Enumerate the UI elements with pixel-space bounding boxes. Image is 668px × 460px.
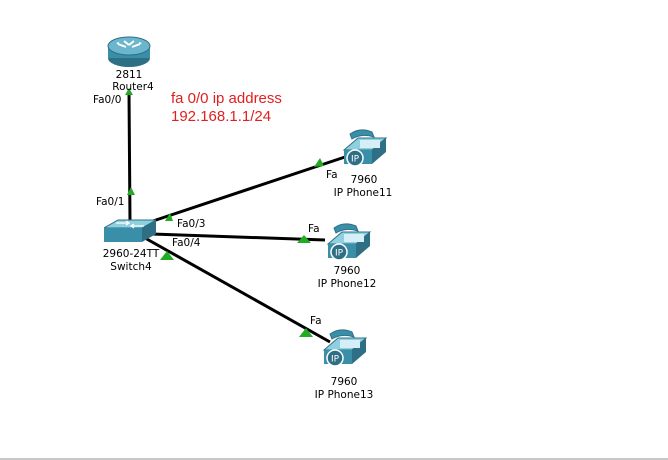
svg-text:IP: IP bbox=[351, 155, 360, 165]
link-light-switch-fa01 bbox=[127, 187, 135, 195]
annotation-line-2: 192.168.1.1/24 bbox=[171, 108, 272, 125]
link-light-router-fa00 bbox=[125, 88, 133, 95]
router-port-label: Fa0/0 bbox=[93, 94, 122, 106]
phone12-model-label: 7960 bbox=[333, 265, 361, 277]
phone11-name-label: IP Phone11 bbox=[333, 187, 393, 199]
ip-phone-icon: IP bbox=[322, 329, 368, 367]
workspace-bottom-border bbox=[0, 458, 668, 460]
phone13-device[interactable]: IP bbox=[318, 328, 368, 368]
ip-phone-icon: IP bbox=[342, 129, 388, 167]
link-light-phone11 bbox=[314, 158, 324, 167]
phone12-name-label: IP Phone12 bbox=[317, 278, 377, 290]
switch-port-fa01-label: Fa0/1 bbox=[96, 196, 125, 208]
link-light-switch-fa03 bbox=[165, 213, 173, 221]
phone11-port-label: Fa bbox=[326, 169, 338, 181]
phone13-port-label: Fa bbox=[310, 315, 322, 327]
router-icon bbox=[107, 36, 151, 67]
svg-text:IP: IP bbox=[331, 355, 340, 365]
phone11-model-label: 7960 bbox=[350, 174, 378, 186]
annotation-line-1: fa 0/0 ip address bbox=[171, 90, 282, 107]
link-switch-phone13[interactable] bbox=[144, 236, 331, 344]
link-router-switch[interactable] bbox=[127, 91, 132, 223]
link-light-switch-fa04 bbox=[160, 251, 174, 260]
router-device[interactable] bbox=[106, 34, 152, 70]
phone12-device[interactable]: IP bbox=[322, 222, 372, 262]
switch-name-label: Switch4 bbox=[110, 261, 152, 273]
link-light-phone13 bbox=[299, 328, 313, 337]
switch-device[interactable] bbox=[102, 218, 158, 244]
switch-model-label: 2960-24TT bbox=[102, 248, 160, 260]
phone13-name-label: IP Phone13 bbox=[314, 389, 374, 401]
router-name-label: Router4 bbox=[112, 81, 154, 91]
link-light-phone12 bbox=[297, 235, 311, 243]
link-switch-phone12[interactable] bbox=[151, 232, 326, 242]
ip-phone-icon: IP bbox=[326, 223, 372, 261]
switch-port-fa04-label: Fa0/4 bbox=[172, 237, 201, 249]
link-switch-phone11[interactable] bbox=[149, 155, 346, 224]
switch-port-fa03-label: Fa0/3 bbox=[177, 218, 206, 230]
phone13-model-label: 7960 bbox=[330, 376, 358, 388]
phone11-device[interactable]: IP bbox=[338, 128, 388, 168]
router-model-label: 2811 bbox=[115, 69, 143, 81]
switch-icon bbox=[102, 219, 158, 242]
phone12-port-label: Fa bbox=[308, 223, 320, 235]
svg-text:IP: IP bbox=[335, 249, 344, 259]
